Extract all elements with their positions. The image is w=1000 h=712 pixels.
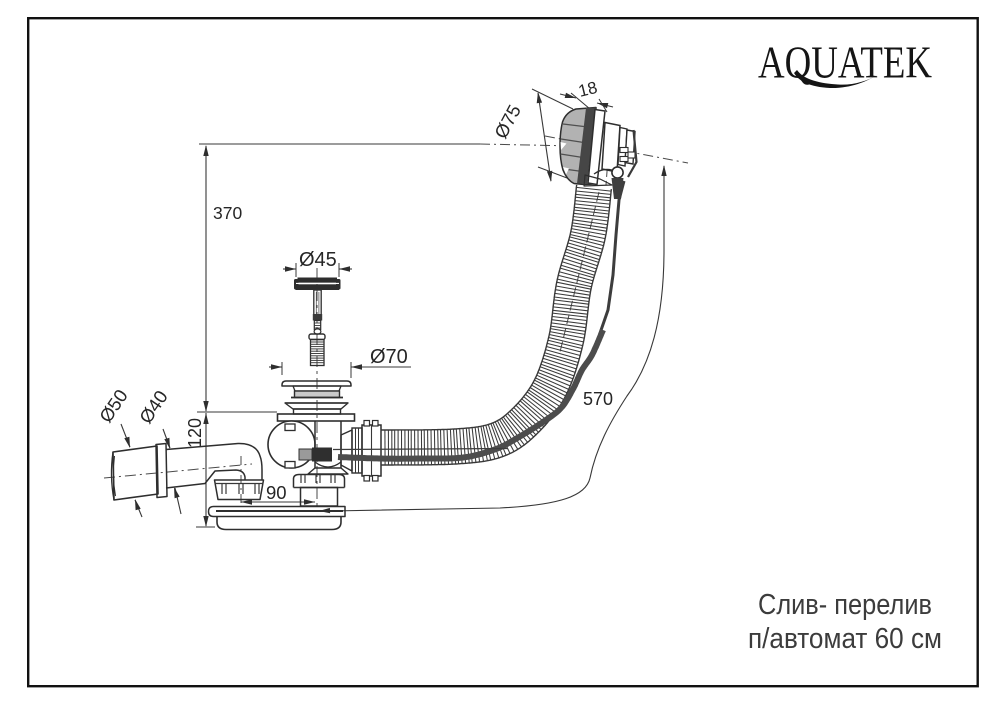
svg-text:370: 370 <box>213 203 242 223</box>
svg-text:Слив- перелив: Слив- перелив <box>758 589 932 621</box>
svg-text:AQUATEK: AQUATEK <box>758 38 932 88</box>
svg-text:п/автомат 60 см: п/автомат 60 см <box>748 623 942 655</box>
svg-text:90: 90 <box>266 482 287 503</box>
svg-text:Ø70: Ø70 <box>370 346 408 368</box>
svg-text:Ø45: Ø45 <box>299 249 337 271</box>
svg-text:120: 120 <box>185 418 205 448</box>
svg-text:570: 570 <box>583 389 613 409</box>
